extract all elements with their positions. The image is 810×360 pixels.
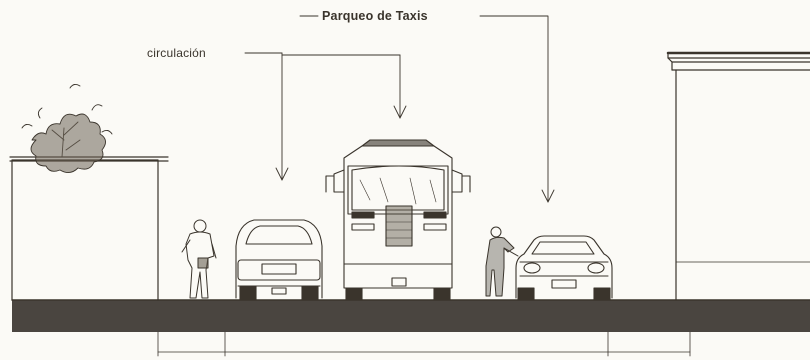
suv-rear [235, 219, 323, 301]
road-slab [11, 299, 810, 332]
circulation-label: circulación [147, 46, 206, 60]
pedestrian-right [485, 226, 519, 297]
right-building [666, 51, 810, 301]
leader-lines [244, 15, 555, 203]
parking-label: Parqueo de Taxis [322, 9, 428, 23]
sedan-front [515, 235, 613, 301]
tree [21, 83, 113, 173]
left-wall [9, 156, 169, 301]
dimension-line [157, 331, 691, 357]
bus-front [325, 139, 471, 301]
pedestrian-left [181, 219, 217, 299]
